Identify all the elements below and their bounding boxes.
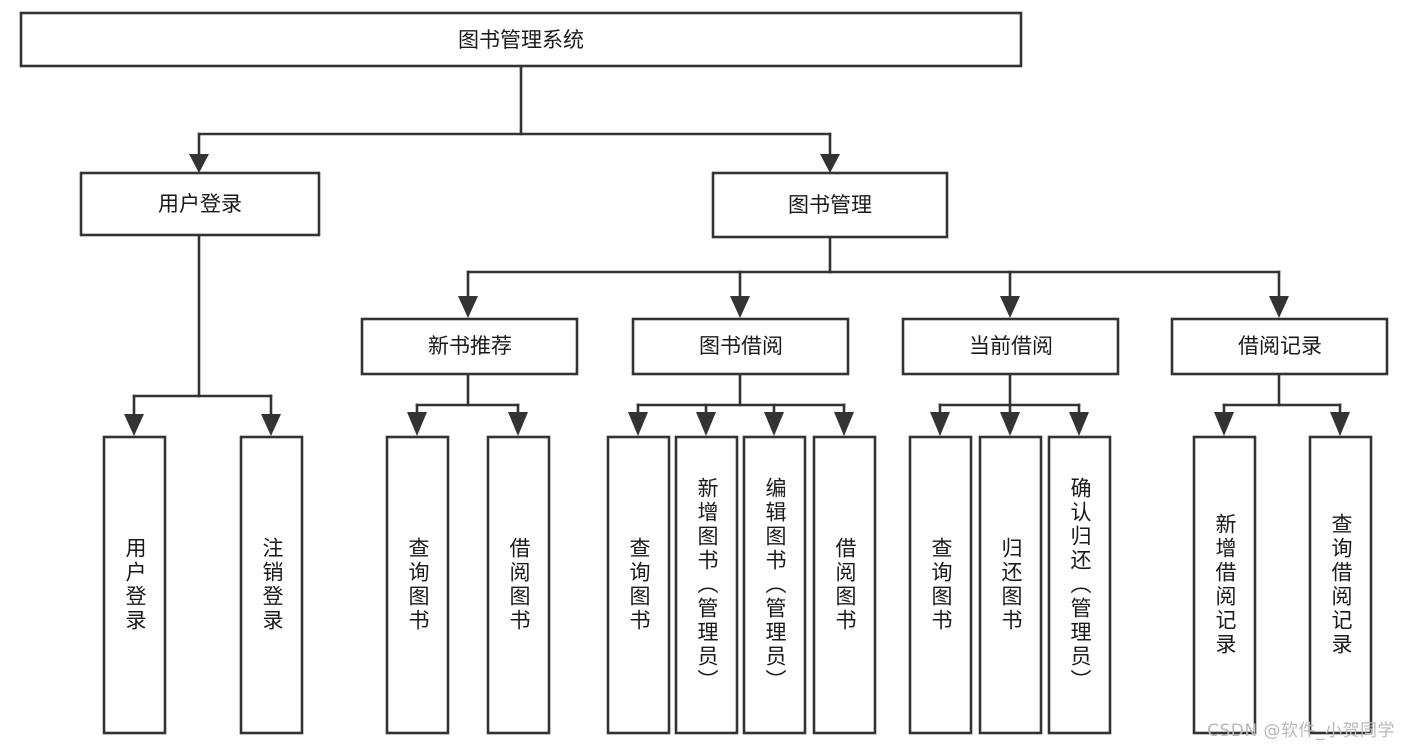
- arrow-to-leaf-confirm-return: [1069, 412, 1089, 436]
- node-current-borrow[interactable]: 当前借阅: [901, 317, 1120, 376]
- node-current-borrow-label: 当前借阅: [969, 334, 1053, 358]
- node-new-book-rec[interactable]: 新书推荐: [360, 317, 579, 376]
- node-leaf-add-book[interactable]: 新增图书（管理员）: [674, 435, 739, 735]
- node-borrow-record-box[interactable]: [1170, 317, 1389, 376]
- node-leaf-add-book-box[interactable]: [674, 435, 739, 735]
- node-book-borrow-box[interactable]: [631, 317, 850, 376]
- arrow-to-user-login: [189, 154, 209, 173]
- arrow-to-leaf-borrow-book-a: [508, 412, 528, 436]
- node-leaf-borrow-book-a-label: 借阅图书: [507, 537, 531, 633]
- node-user-login[interactable]: 用户登录: [79, 171, 321, 237]
- node-leaf-borrow-book-b-label: 借阅图书: [833, 537, 857, 633]
- arrow-to-leaf-query-book-a: [407, 412, 427, 436]
- arrow-to-bookborrow: [730, 296, 750, 318]
- node-book-manage[interactable]: 图书管理: [711, 171, 949, 239]
- node-leaf-edit-book-label-fo: 编辑图书（管理员）: [763, 477, 787, 693]
- node-leaf-logout[interactable]: 注销登录: [239, 435, 304, 735]
- node-leaf-return-book-label-fo: 归还图书: [999, 537, 1023, 633]
- node-leaf-query-record[interactable]: 查询借阅记录: [1308, 435, 1373, 735]
- node-leaf-user-login-label-fo: 用户登录: [123, 537, 147, 633]
- node-leaf-borrow-book-a-box[interactable]: [486, 435, 551, 735]
- node-new-book-rec-label: 新书推荐: [428, 334, 512, 358]
- arrow-to-leaf-query-record: [1330, 412, 1350, 436]
- node-root[interactable]: 图书管理系统: [19, 11, 1023, 68]
- node-book-borrow[interactable]: 图书借阅: [631, 317, 850, 376]
- node-leaf-confirm-return-box[interactable]: [1047, 435, 1112, 735]
- node-leaf-return-book-box[interactable]: [978, 435, 1043, 735]
- arrow-to-newbook: [458, 296, 478, 318]
- node-leaf-query-record-box[interactable]: [1308, 435, 1373, 735]
- node-leaf-logout-label: 注销登录: [260, 537, 284, 633]
- node-leaf-return-book[interactable]: 归还图书: [978, 435, 1043, 735]
- node-leaf-add-record-label: 新增借阅记录: [1213, 513, 1237, 657]
- node-leaf-return-book-label: 归还图书: [999, 537, 1023, 633]
- arrow-to-leaf-query-book-b: [628, 412, 648, 436]
- node-leaf-add-record-label-fo: 新增借阅记录: [1213, 513, 1237, 657]
- node-current-borrow-box[interactable]: [901, 317, 1120, 376]
- node-leaf-query-book-c-label: 查询图书: [929, 537, 953, 633]
- node-leaf-query-book-b[interactable]: 查询图书: [606, 435, 671, 735]
- node-leaf-query-book-b-box[interactable]: [606, 435, 671, 735]
- node-leaf-logout-label-fo: 注销登录: [260, 537, 284, 633]
- arrow-to-leaf-query-book-c: [930, 412, 950, 436]
- arrow-to-leaf-return-book: [1000, 412, 1020, 436]
- node-leaf-user-login-label: 用户登录: [123, 537, 147, 633]
- node-leaf-borrow-book-b-box[interactable]: [812, 435, 877, 735]
- arrow-to-leaf-user-login: [124, 414, 144, 436]
- node-leaf-query-book-a-box[interactable]: [385, 435, 450, 735]
- node-new-book-rec-box[interactable]: [360, 317, 579, 376]
- edges-group: [124, 64, 1350, 436]
- node-borrow-record[interactable]: 借阅记录: [1170, 317, 1389, 376]
- arrow-to-borrowrecord: [1269, 296, 1289, 318]
- node-leaf-borrow-book-b-label-fo: 借阅图书: [833, 537, 857, 633]
- arrow-to-leaf-edit-book: [764, 412, 784, 436]
- arrow-to-currentborrow: [1000, 296, 1020, 318]
- node-leaf-query-book-c-label-fo: 查询图书: [929, 537, 953, 633]
- node-leaf-query-book-b-label: 查询图书: [627, 537, 651, 633]
- node-leaf-query-record-label: 查询借阅记录: [1329, 513, 1353, 657]
- node-leaf-edit-book-label: 编辑图书（管理员）: [763, 477, 787, 693]
- node-root-box[interactable]: [19, 11, 1023, 68]
- arrow-to-leaf-add-record: [1214, 412, 1234, 436]
- node-leaf-add-book-label-fo: 新增图书（管理员）: [695, 477, 719, 693]
- node-leaf-query-book-c-box[interactable]: [908, 435, 973, 735]
- node-leaf-borrow-book-a-label-fo: 借阅图书: [507, 537, 531, 633]
- node-leaf-query-book-a[interactable]: 查询图书: [385, 435, 450, 735]
- arrow-to-leaf-borrow-book-b: [834, 412, 854, 436]
- arrow-to-leaf-logout: [261, 414, 281, 436]
- node-leaf-user-login[interactable]: 用户登录: [102, 435, 167, 735]
- node-leaf-add-record-box[interactable]: [1192, 435, 1257, 735]
- node-book-manage-label: 图书管理: [788, 193, 872, 217]
- node-leaf-logout-box[interactable]: [239, 435, 304, 735]
- node-leaf-borrow-book-a[interactable]: 借阅图书: [486, 435, 551, 735]
- node-leaf-add-record[interactable]: 新增借阅记录: [1192, 435, 1257, 735]
- arrow-to-leaf-add-book: [696, 412, 716, 436]
- node-leaf-edit-book[interactable]: 编辑图书（管理员）: [742, 435, 807, 735]
- node-leaf-query-book-c[interactable]: 查询图书: [908, 435, 973, 735]
- node-book-manage-box[interactable]: [711, 171, 949, 239]
- node-leaf-add-book-label: 新增图书（管理员）: [695, 477, 719, 693]
- node-root-label: 图书管理系统: [458, 28, 584, 52]
- node-book-borrow-label: 图书借阅: [699, 334, 783, 358]
- node-leaf-query-record-label-fo: 查询借阅记录: [1329, 513, 1353, 657]
- node-leaf-confirm-return[interactable]: 确认归还（管理员）: [1047, 435, 1112, 735]
- node-leaf-confirm-return-label-fo: 确认归还（管理员）: [1068, 477, 1092, 693]
- node-leaf-user-login-box[interactable]: [102, 435, 167, 735]
- node-borrow-record-label: 借阅记录: [1238, 334, 1322, 358]
- node-user-login-box[interactable]: [79, 171, 321, 237]
- node-leaf-confirm-return-label: 确认归还（管理员）: [1068, 477, 1092, 693]
- node-leaf-edit-book-box[interactable]: [742, 435, 807, 735]
- node-leaf-query-book-a-label-fo: 查询图书: [406, 537, 430, 633]
- arrow-to-book-manage: [820, 154, 840, 173]
- node-leaf-query-book-a-label: 查询图书: [406, 537, 430, 633]
- node-leaf-borrow-book-b[interactable]: 借阅图书: [812, 435, 877, 735]
- node-user-login-label: 用户登录: [158, 192, 242, 216]
- node-leaf-query-book-b-label-fo: 查询图书: [627, 537, 651, 633]
